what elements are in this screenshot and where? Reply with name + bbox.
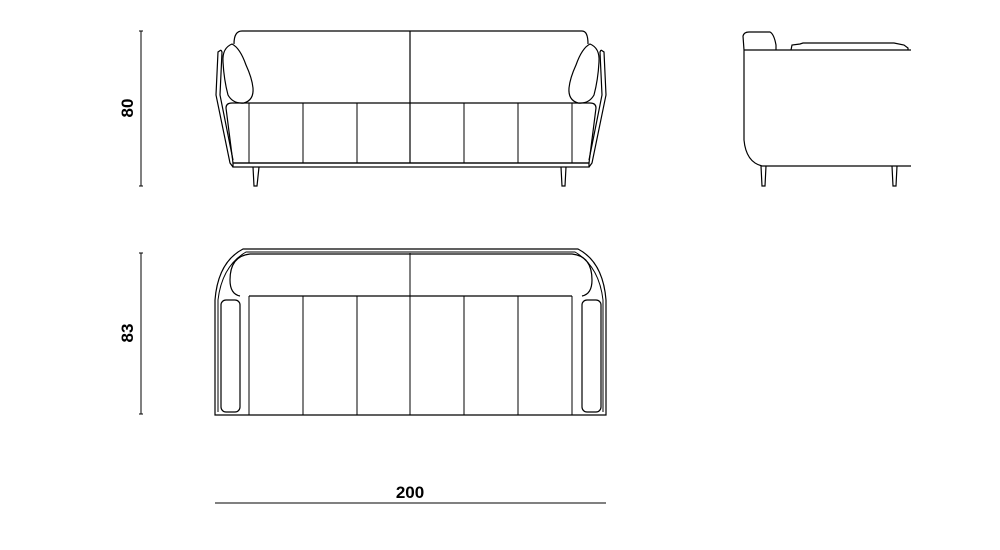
width-dimension: 200: [215, 483, 606, 504]
height-dimension: 80: [118, 30, 143, 187]
side-headrest: [742, 31, 777, 51]
front-seat-dividers: [248, 103, 573, 163]
front-backrest: [233, 30, 589, 45]
top-right-arm-cushion: [581, 299, 602, 413]
side-back-cushion: [790, 42, 909, 51]
front-left-pillow: [222, 43, 254, 104]
side-body: [743, 50, 911, 167]
top-back-cushion: [229, 253, 593, 297]
top-outer-outline: [214, 248, 607, 416]
width-label: 200: [396, 483, 424, 502]
top-seat-dividers: [248, 296, 573, 415]
front-right-pillow: [568, 43, 600, 104]
front-base: [232, 162, 590, 168]
depth-dimension: 83: [118, 252, 143, 415]
front-left-arm: [215, 49, 234, 168]
depth-label: 83: [118, 324, 137, 343]
height-label: 80: [118, 99, 137, 118]
side-back-leg: [891, 165, 898, 187]
front-right-arm: [588, 49, 607, 168]
side-view: [742, 31, 911, 187]
front-view: 80: [118, 30, 607, 187]
top-left-arm-cushion: [220, 299, 241, 413]
top-inner-outline: [217, 251, 604, 412]
front-left-leg: [252, 166, 260, 187]
front-right-leg: [560, 166, 567, 187]
front-seat: [225, 102, 597, 164]
side-front-leg: [760, 165, 767, 187]
top-view: 83: [118, 248, 607, 416]
